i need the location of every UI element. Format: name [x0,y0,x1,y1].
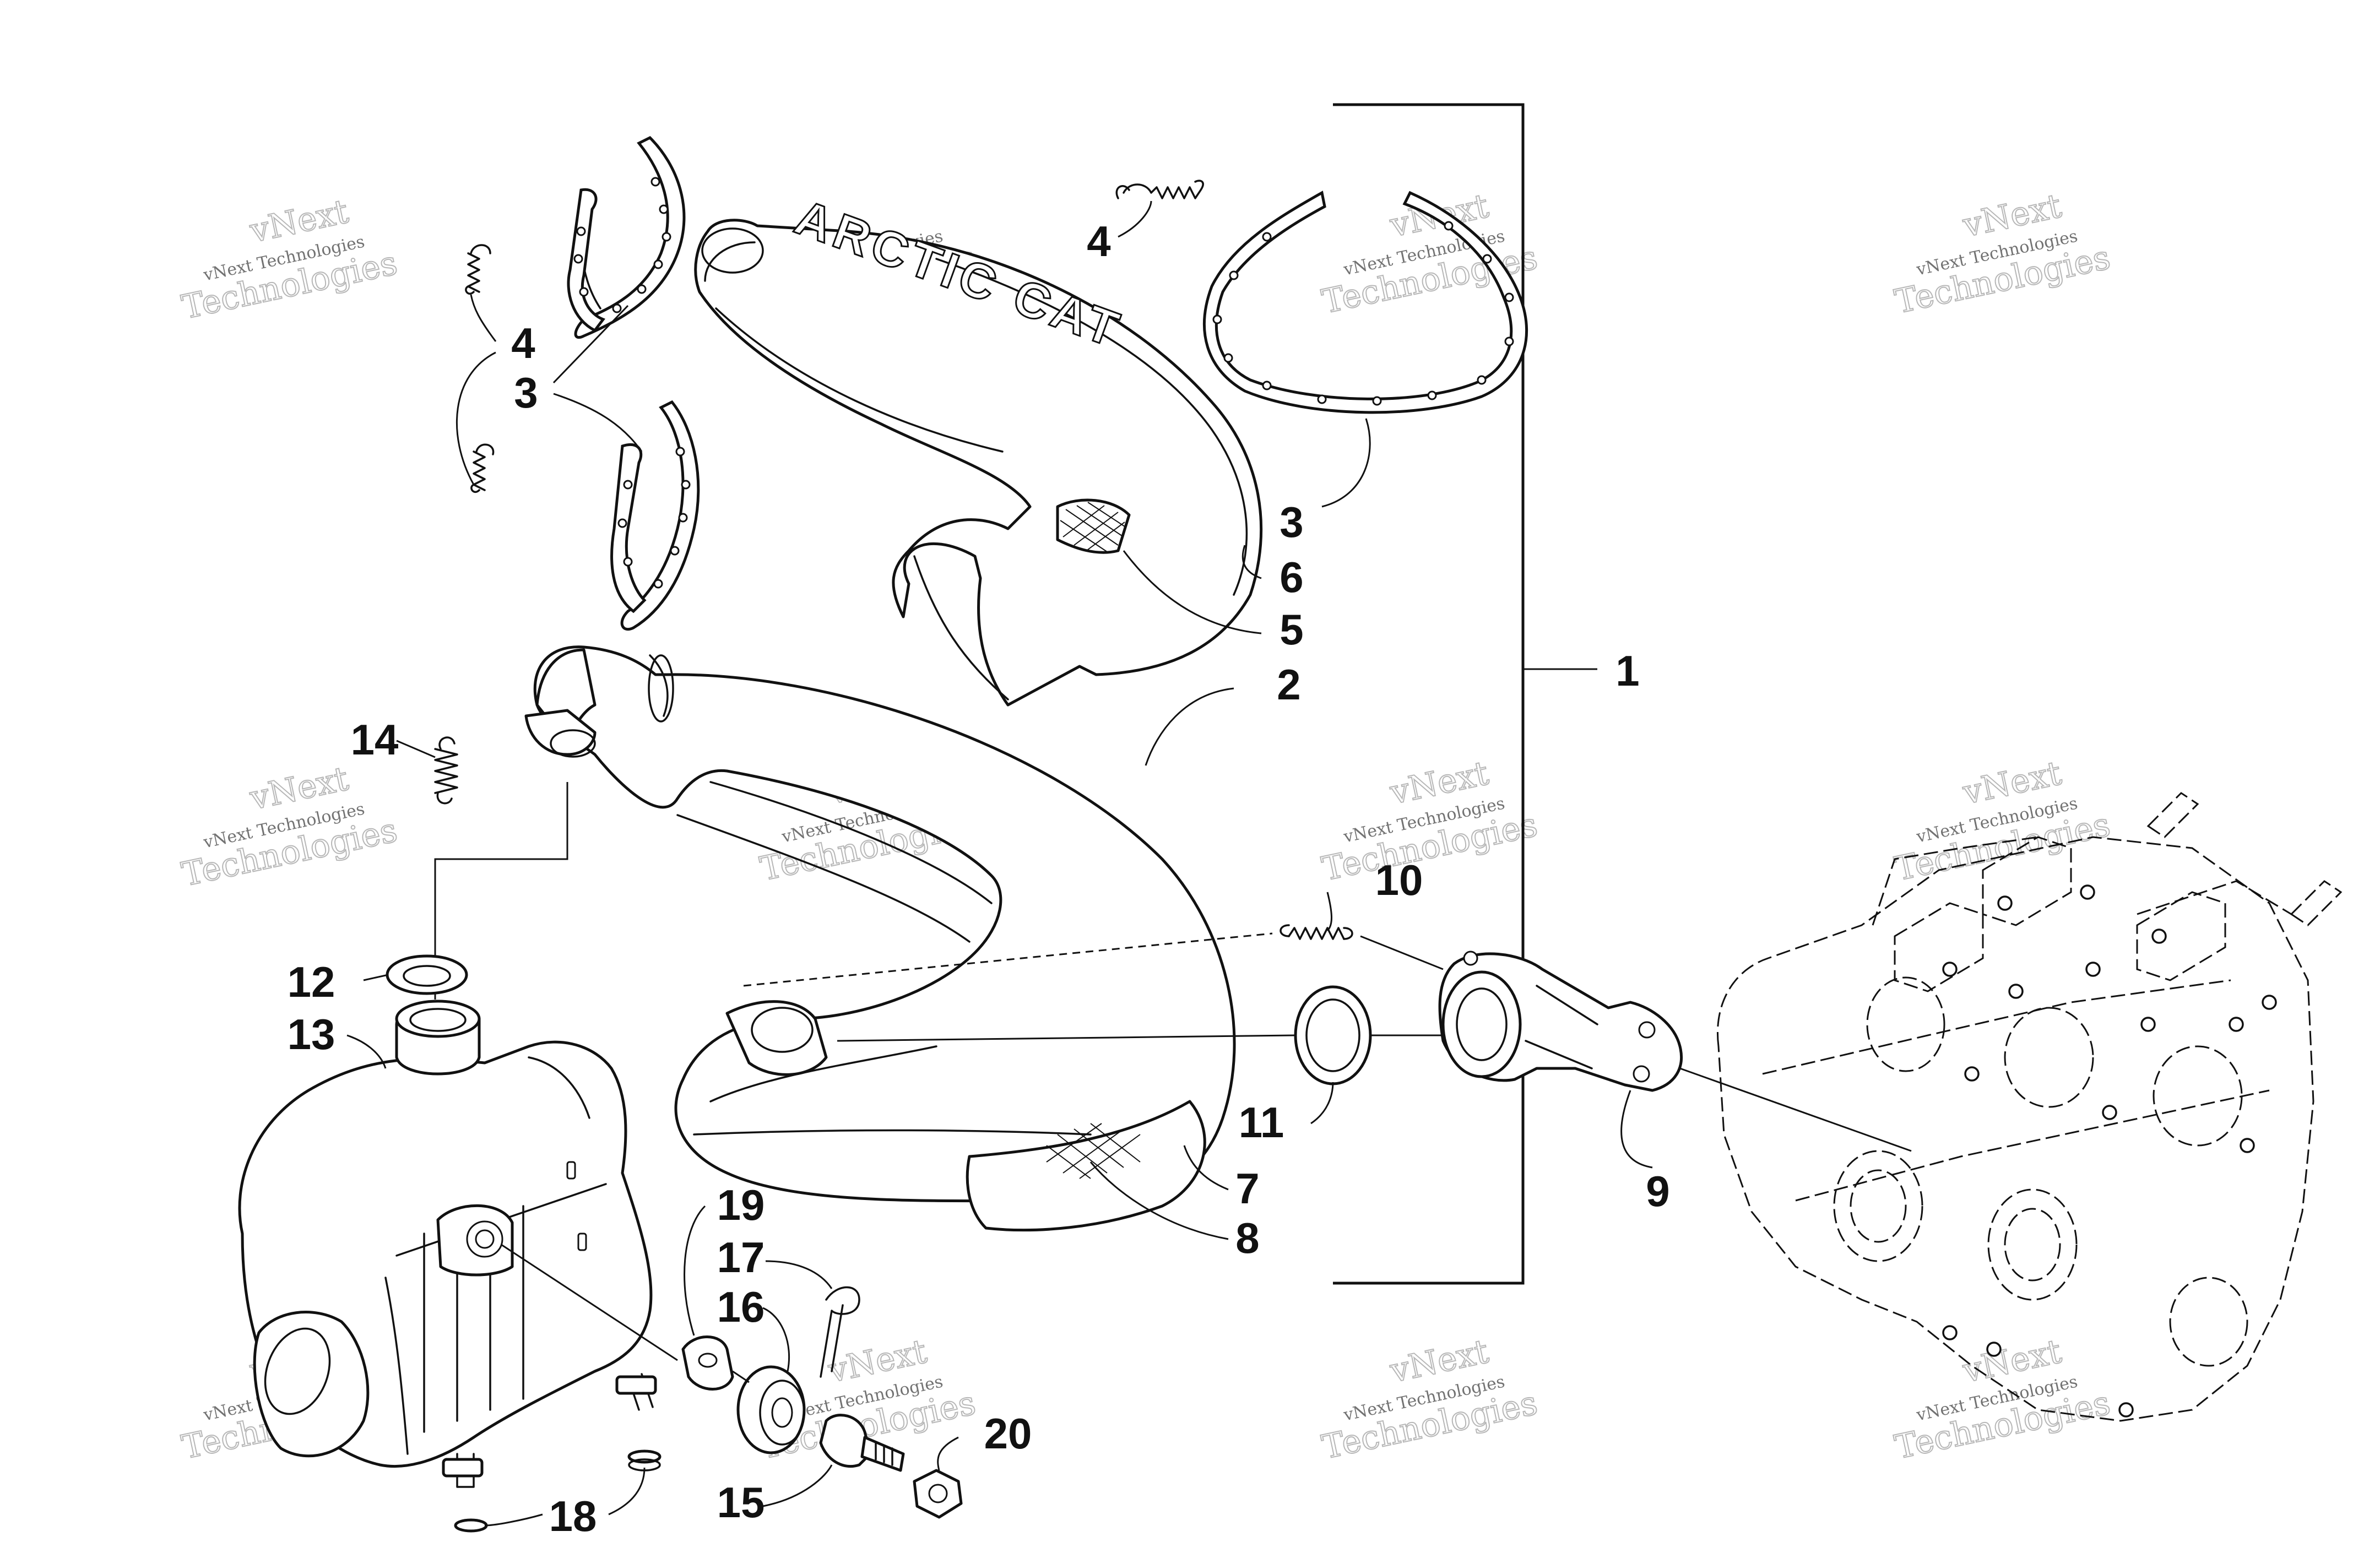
expansion-chamber [524,645,1236,1232]
muffler [238,1000,657,1488]
callout-16: 16 [717,1283,765,1331]
exhaust-manifold [1438,951,1683,1092]
callout-10: 10 [1375,856,1423,904]
label-hatch [1060,502,1127,552]
callout-7: 7 [1235,1164,1259,1213]
callout-15: 15 [717,1478,765,1527]
strap-holes [573,177,1514,589]
callout-4-top: 4 [1087,217,1110,265]
callout-5: 5 [1280,605,1303,654]
callout-12: 12 [288,958,335,1006]
callout-13: 13 [288,1010,335,1058]
callout-4-left: 4 [511,319,535,367]
callout-6: 6 [1280,553,1303,601]
watermark-8: vNext vNext Technologies Technologies [1891,753,2114,889]
callout-3-right: 3 [1280,498,1303,546]
engine-block [1717,792,2343,1422]
callout-3-left: 3 [514,368,538,417]
mesh-hatch [1046,1123,1141,1179]
watermark-1: vNext vNext Technologies Technologies [178,192,401,328]
watermark-7: vNext vNext Technologies Technologies [1318,753,1541,889]
assembly-lines [434,782,1912,1383]
assembly-bracket [1333,103,1597,1285]
heat-shield: ARCTIC CAT [694,189,1263,707]
seal-ring [1294,985,1372,1085]
clamp-straps [567,135,1528,631]
leader-lines [346,200,1653,1527]
watermark-11: vNext vNext Technologies Technologies [1318,1332,1541,1468]
watermark-5: vNext vNext Technologies Technologies [178,759,401,895]
callout-8: 8 [1235,1214,1259,1262]
callout-17: 17 [717,1233,765,1282]
springs [434,180,1353,940]
grommet [386,954,468,995]
callout-labels: 1 2 3 3 4 4 5 6 7 8 9 10 11 12 13 14 15 … [288,217,1670,1540]
callout-14: 14 [351,715,399,764]
callout-11: 11 [1239,1098,1284,1147]
callout-1: 1 [1615,647,1639,695]
callout-18: 18 [549,1492,597,1540]
callout-19: 19 [717,1181,765,1229]
callout-9: 9 [1646,1167,1669,1215]
callout-20: 20 [984,1409,1032,1458]
hardware [454,1286,963,1533]
callout-2: 2 [1277,660,1300,709]
watermark-3: vNext vNext Technologies Technologies [1891,186,2114,322]
